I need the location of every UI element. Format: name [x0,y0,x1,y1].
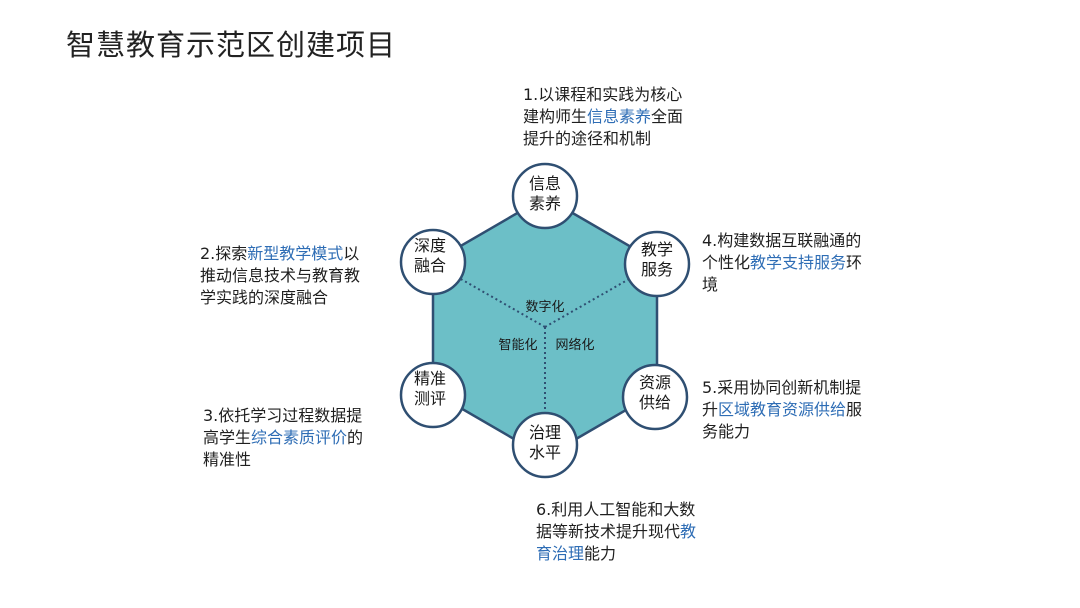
description-line: 建构师生信息素养全面 [523,106,683,128]
description-text: 个性化 [702,253,751,272]
divider-line-right [544,265,653,328]
node-label-line1: 信息 [529,174,561,193]
description-line: 1.以课程和实践为核心 [523,85,683,104]
description-text: 据等新技术提升现代 [536,522,681,541]
description-line: 6.利用人工智能和大数 [536,500,696,519]
description-highlight: 育治理 [536,544,585,563]
description-6: 6.利用人工智能和大数 据等新技术提升现代教 育治理能力 [536,499,696,565]
description-highlight: 综合素质评价 [251,428,348,447]
description-highlight: 区域教育资源供给 [718,400,847,419]
description-highlight: 信息素养 [587,107,652,126]
description-line: 个性化教学支持服务环 [702,252,862,274]
center-label-digital: 数字化 [525,300,564,315]
description-text: 环 [846,253,863,272]
description-text: 2.探索 [200,244,248,263]
node-label-line1: 资源 [639,373,671,392]
description-line: 境 [702,275,719,294]
description-2: 2.探索新型教学模式以 推动信息技术与教育教 学实践的深度融合 [200,243,360,309]
description-line: 2.探索新型教学模式以 [200,243,360,265]
description-line: 精准性 [203,450,252,469]
node-precise-assessment: 精准 测评 [399,361,467,429]
description-4: 4.构建数据互联融通的 个性化教学支持服务环 境 [702,230,862,296]
description-3: 3.依托学习过程数据提 高学生综合素质评价的 精准性 [203,405,363,471]
node-deep-integration: 深度 融合 [399,228,467,296]
node-label-line2: 水平 [529,443,561,462]
node-label-line1: 深度 [414,236,446,255]
node-label-line2: 测评 [414,389,446,408]
node-label-line2: 服务 [641,260,673,279]
node-label-line1: 教学 [641,240,673,259]
description-text: 高学生 [203,428,252,447]
description-text: 建构师生 [523,107,588,126]
description-line: 高学生综合素质评价的 [203,427,363,449]
description-text: 升 [702,400,719,419]
center-label-network: 网络化 [555,337,594,353]
description-line: 育治理能力 [536,543,696,565]
node-governance-level: 治理 水平 [511,411,579,479]
description-line: 学实践的深度融合 [200,288,329,307]
description-line: 3.依托学习过程数据提 [203,406,363,425]
divider-line-left [437,265,546,328]
description-text: 能力 [584,544,617,563]
description-line: 据等新技术提升现代教 [536,521,696,543]
page-title: 智慧教育示范区创建项目 [66,28,397,62]
description-text: 服 [846,400,863,419]
description-line: 提升的途径和机制 [523,129,652,148]
node-label-line1: 治理 [529,423,561,442]
description-line: 5.采用协同创新机制提 [702,378,862,397]
description-text: 以 [343,244,360,263]
node-label-line2: 素养 [529,194,561,213]
description-highlight: 教 [680,522,697,541]
center-label-intelligent: 智能化 [498,338,537,353]
node-teaching-service: 教学 服务 [623,230,691,298]
node-label-line1: 精准 [414,369,446,388]
description-highlight: 教学支持服务 [750,253,847,272]
description-1: 1.以课程和实践为核心 建构师生信息素养全面 提升的途径和机制 [523,84,683,150]
node-label-line2: 融合 [414,256,446,275]
description-line: 升区域教育资源供给服 [702,399,862,421]
description-highlight: 新型教学模式 [247,244,344,263]
node-label-line2: 供给 [639,393,671,412]
node-information-literacy: 信息 素养 [511,162,579,230]
node-resource-supply: 资源 供给 [621,363,689,431]
description-line: 推动信息技术与教育教 [200,266,361,285]
description-line: 4.构建数据互联融通的 [702,231,862,250]
description-text: 的 [347,428,364,447]
description-5: 5.采用协同创新机制提 升区域教育资源供给服 务能力 [702,377,862,443]
description-line: 务能力 [702,422,751,441]
description-text: 全面 [651,107,684,126]
